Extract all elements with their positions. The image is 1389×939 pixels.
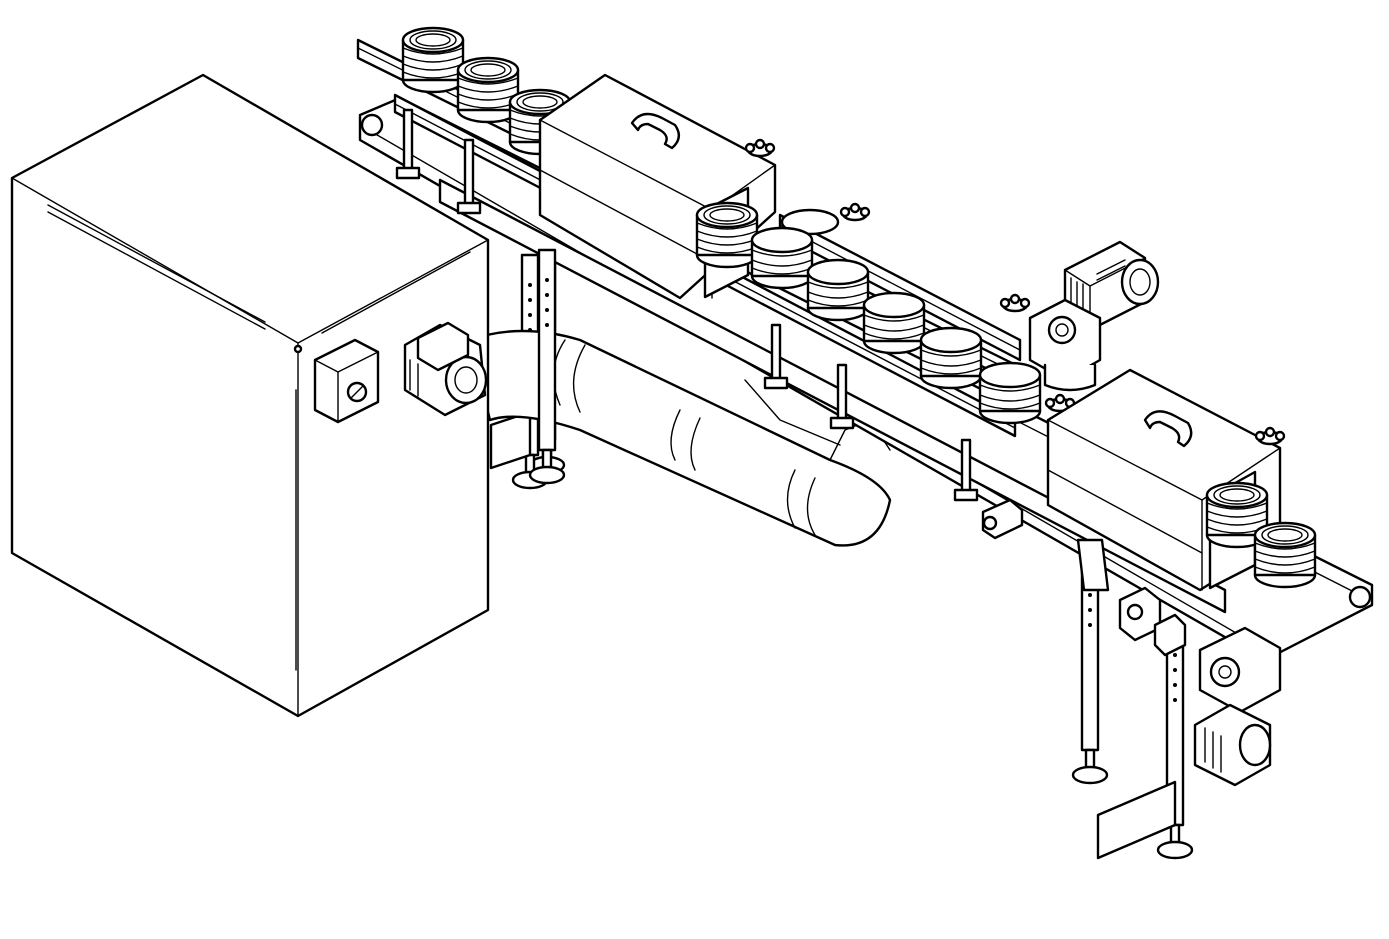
container-stack	[1253, 521, 1317, 589]
container-stack	[750, 226, 814, 290]
container-stack	[862, 291, 926, 355]
container-stack	[978, 361, 1042, 425]
container-stack	[806, 258, 870, 322]
container-stack	[695, 201, 759, 269]
rotating-chuck	[778, 202, 1076, 413]
container-stack	[919, 326, 983, 390]
push-button-box	[1118, 586, 1187, 657]
control-cabinet	[10, 73, 490, 718]
leg-bracket	[1076, 538, 1110, 592]
container-stack	[401, 26, 465, 94]
gear-motor	[1193, 626, 1282, 787]
air-blower	[403, 321, 488, 417]
main-switch-icon	[313, 338, 380, 424]
indicator-lamp-icon	[293, 344, 303, 354]
handle-icon	[630, 112, 680, 150]
handle-icon	[1143, 410, 1193, 448]
sensor	[981, 498, 1024, 540]
rail-clamp-posts	[395, 108, 979, 502]
leg-cross-brace	[489, 410, 532, 470]
gear-motor	[1028, 240, 1160, 392]
leg-cross-brace	[1096, 780, 1177, 860]
